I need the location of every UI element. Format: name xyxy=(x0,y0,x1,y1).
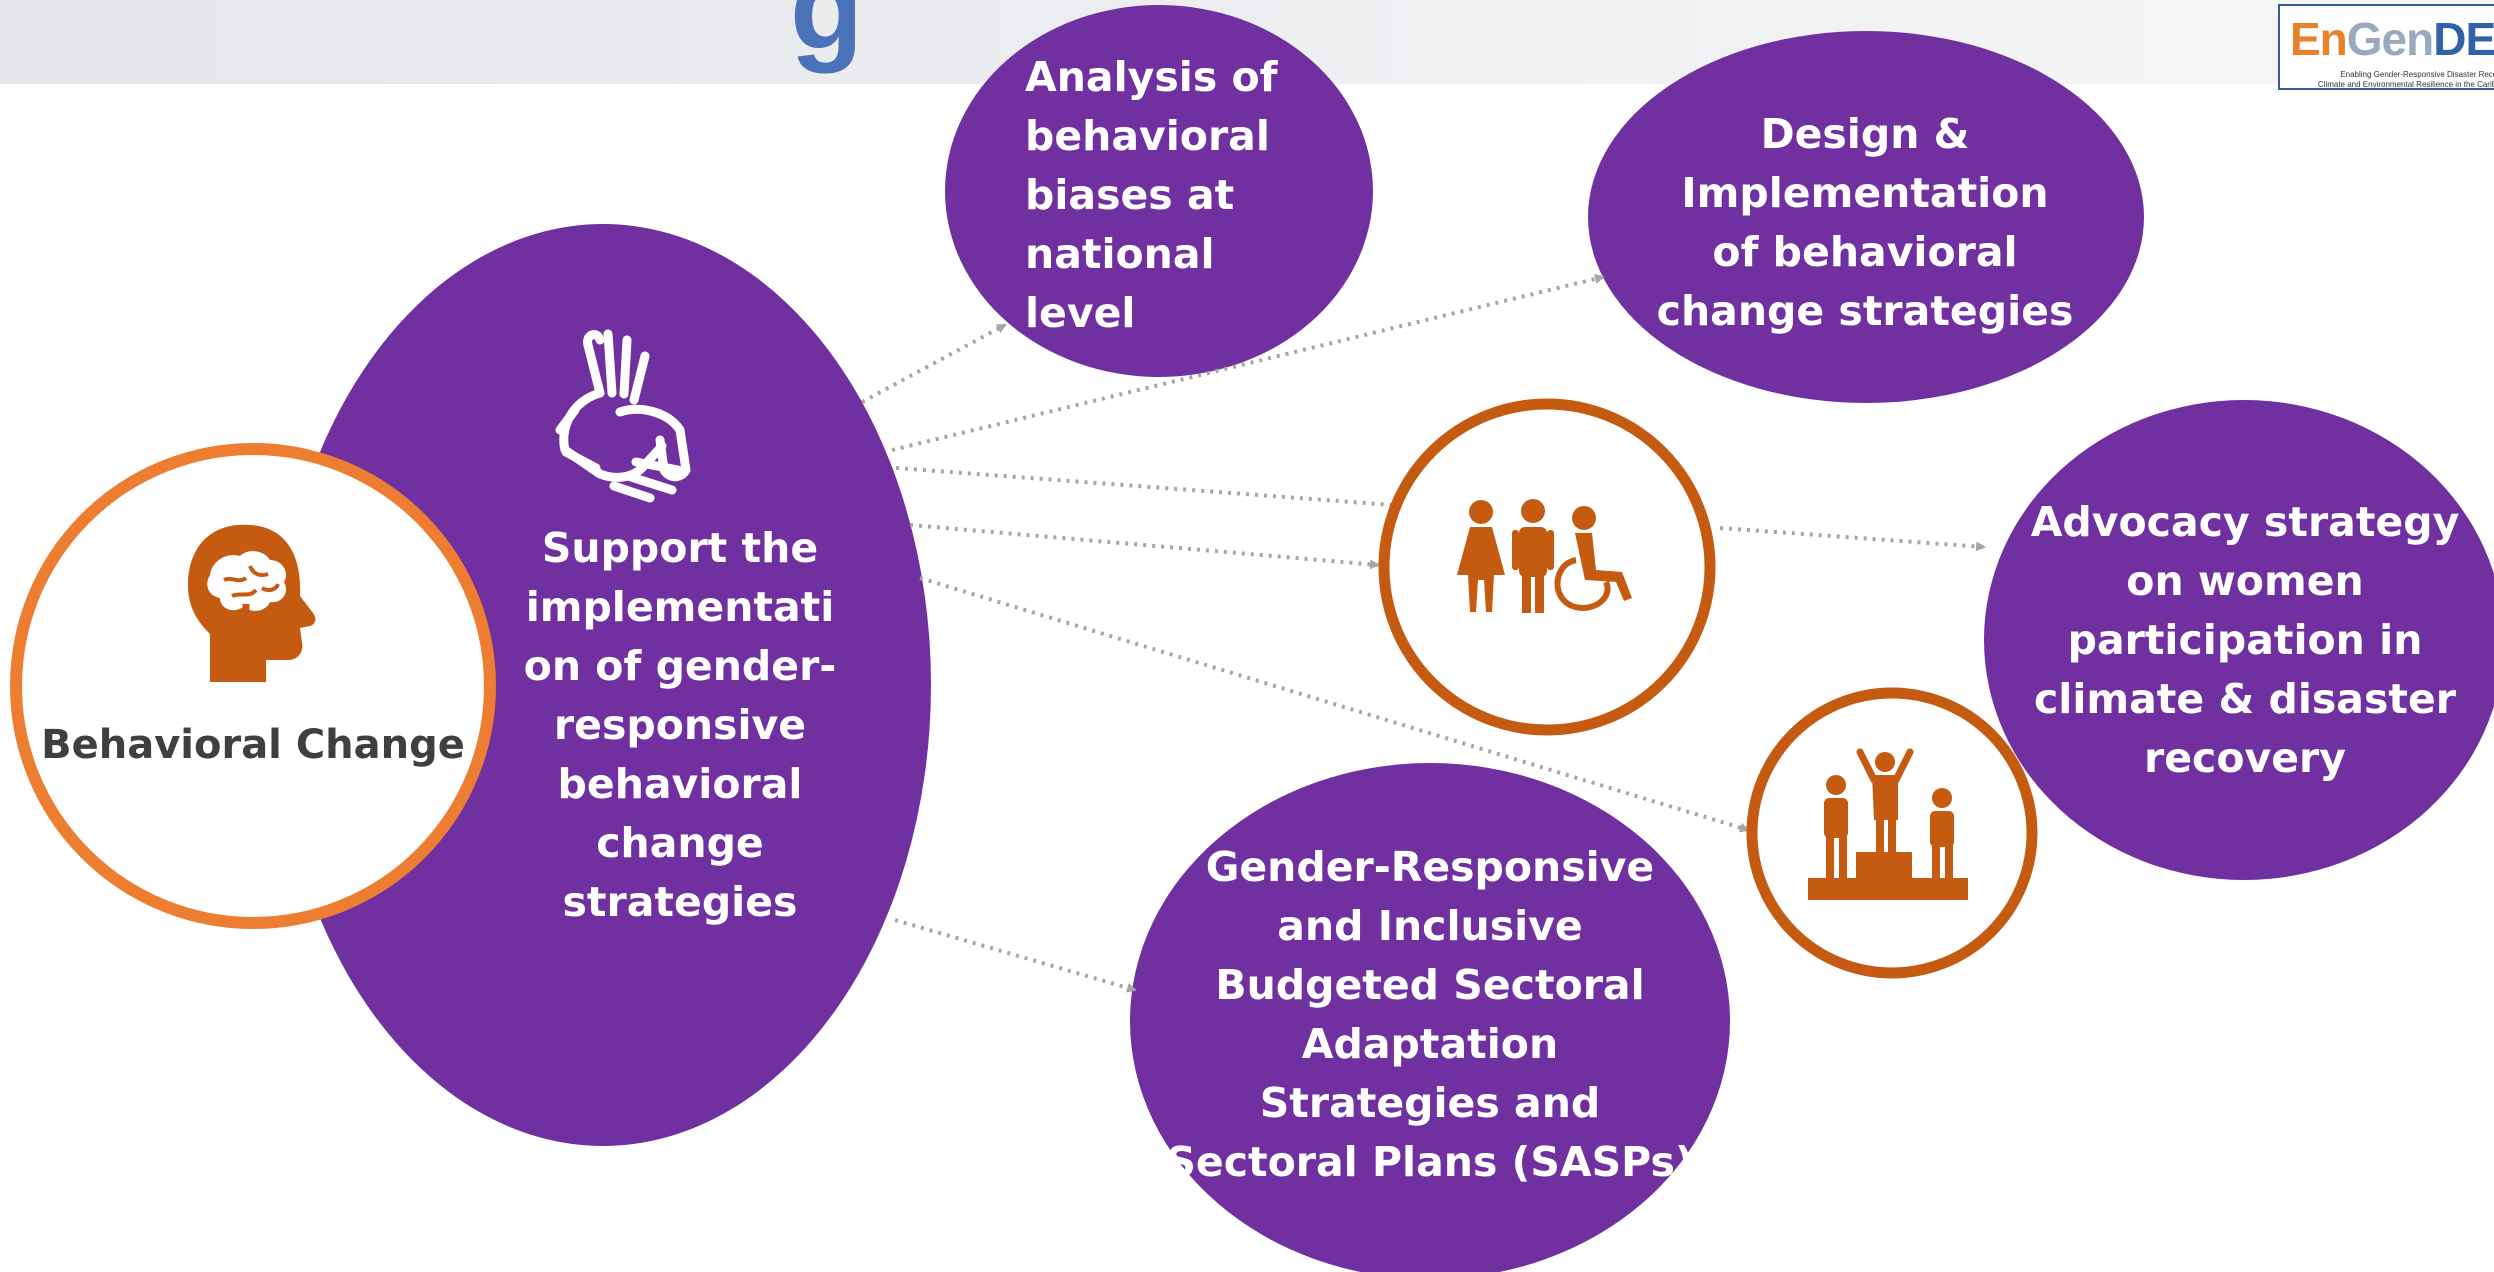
design-label: Design & Implementation of behavioral ch… xyxy=(1656,110,2074,335)
brain-head-icon xyxy=(188,524,316,682)
arrow-to-budget xyxy=(894,918,1137,993)
engender-logo: EnGenDER Enabling Gender-Responsive Disa… xyxy=(2278,4,2494,90)
budget-bubble xyxy=(1130,763,1730,1272)
center-label: Support the implementati on of gender- r… xyxy=(523,523,837,926)
root-circle xyxy=(10,443,496,929)
logo-tagline: Enabling Gender-Responsive Disaster Reco… xyxy=(2317,70,2494,89)
advocacy-bubble xyxy=(1984,400,2494,880)
people-inclusion-icon xyxy=(1457,499,1632,613)
arrow-to-advocacy-a xyxy=(895,466,1393,507)
design-bubble xyxy=(1588,31,2144,403)
analysis-label: Analysis of behavioral biases at nationa… xyxy=(1025,52,1278,337)
root-label: Behavioral Change xyxy=(41,722,465,768)
arrow-to-inclusion xyxy=(909,523,1380,570)
arrow-to-analysis xyxy=(861,323,1007,404)
sign-language-hands-icon xyxy=(555,329,691,503)
connectors xyxy=(861,274,1986,993)
arrow-to-advocacy-b xyxy=(1719,526,1986,552)
budget-label: Gender-Responsive and Inclusive Budgeted… xyxy=(1166,843,1694,1186)
slide-title-fragment: g xyxy=(790,0,864,74)
analysis-bubble xyxy=(945,5,1373,377)
logo-wordmark: EnGenDER xyxy=(2290,13,2494,65)
podium-icon xyxy=(1808,748,1968,900)
center-bubble xyxy=(275,224,931,1146)
arrow-to-podium xyxy=(919,576,1750,833)
advocacy-label: Advocacy strategy on women participation… xyxy=(2030,497,2460,782)
